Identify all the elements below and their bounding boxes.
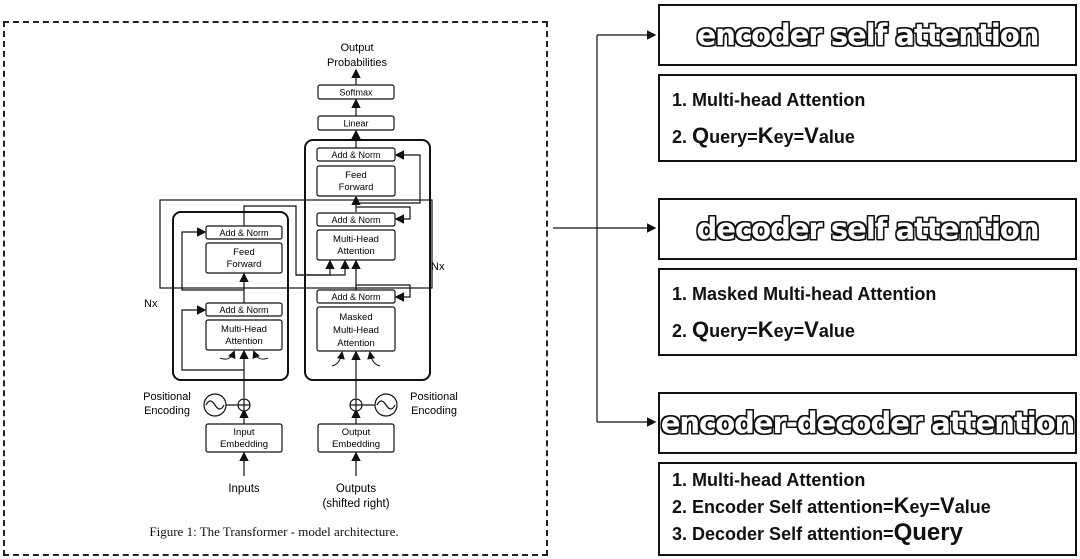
item-text: Encoder Self attention= [692, 497, 894, 517]
outer-nx-box [159, 199, 433, 289]
decoder-nx-label: Nx [431, 261, 445, 273]
item-text: Multi-head Attention [692, 90, 866, 110]
item-v-rest: alue [818, 127, 855, 147]
item-v: V [940, 493, 955, 518]
item-v-rest: alue [818, 321, 855, 341]
encoder-mh-label-1: Multi-Head [221, 324, 267, 335]
card-item: 1. Multi-head Attention [672, 88, 1063, 113]
input-embedding-label-2: Embedding [220, 439, 268, 450]
card-item: 2. Encoder Self attention=Key=Value [672, 493, 1063, 520]
card-item: 1. Multi-head Attention [672, 468, 1063, 493]
item-num: 2. [672, 321, 688, 341]
encoder-stack-box [172, 211, 289, 381]
item-k-rest: ey= [909, 497, 941, 517]
item-q-rest: uery= [709, 127, 758, 147]
item-num: 1. [672, 284, 688, 304]
output-label-2: Probabilities [327, 57, 387, 69]
item-q-rest: uery= [709, 321, 758, 341]
masked-label-2: Multi-Head [333, 325, 379, 336]
encoder-nx-label: Nx [144, 298, 158, 310]
decoder-self-attention-card: decoder self attention 1. Masked Multi-h… [658, 198, 1077, 356]
masked-label-3: Attention [337, 338, 375, 349]
item-text: Multi-head Attention [692, 470, 866, 490]
item-q: Q [692, 317, 710, 342]
card-body: 1. Multi-head Attention 2. Encoder Self … [658, 462, 1077, 556]
card-item: 2. Query=Key=Value [672, 123, 1063, 150]
decoder-pe-label-2: Encoding [411, 405, 457, 417]
input-embedding-label-1: Input [233, 427, 254, 438]
item-k-rest: ey= [773, 321, 805, 341]
item-k: K [757, 317, 774, 342]
decoder-stack-box [304, 139, 431, 381]
decoder-add-norm-2-label: Add & Norm [331, 215, 380, 225]
item-v: V [804, 317, 819, 342]
item-k: K [757, 123, 774, 148]
decoder-ff-label-1: Feed [345, 170, 367, 181]
card-title: encoder-decoder attention [658, 392, 1077, 454]
inputs-label: Inputs [228, 483, 260, 495]
decoder-add-norm-1-label: Add & Norm [331, 292, 380, 302]
item-num: 2. [672, 497, 688, 517]
item-query: Query [893, 519, 963, 546]
decoder-add-norm-3-label: Add & Norm [331, 150, 380, 160]
item-num: 2. [672, 127, 688, 147]
figure-caption: Figure 1: The Transformer - model archit… [149, 524, 399, 539]
item-v: V [804, 123, 819, 148]
card-item: 2. Query=Key=Value [672, 317, 1063, 344]
item-v-rest: alue [954, 497, 991, 517]
encoder-add-norm-1-label: Add & Norm [219, 305, 268, 315]
encoder-pe-label-1: Positional [143, 391, 191, 403]
item-text: Decoder Self attention= [692, 524, 894, 544]
softmax-label: Softmax [339, 88, 373, 98]
card-title: decoder self attention [658, 198, 1077, 260]
encoder-add-norm-2-label: Add & Norm [219, 228, 268, 238]
card-body: 1. Masked Multi-head Attention 2. Query=… [658, 268, 1077, 356]
item-num: 3. [672, 524, 688, 544]
encoder-decoder-attention-card: encoder-decoder attention 1. Multi-head … [658, 392, 1077, 556]
encoder-ff-label-1: Feed [233, 247, 255, 258]
item-k: K [893, 493, 910, 518]
card-item: 3. Decoder Self attention=Query [672, 520, 1063, 547]
outputs-label-1: Outputs [336, 483, 377, 495]
decoder-pe-label-1: Positional [410, 391, 458, 403]
output-embedding-label-2: Embedding [332, 439, 380, 450]
item-num: 1. [672, 90, 688, 110]
encoder-ff-label-2: Forward [227, 259, 262, 270]
decoder-mh-label-1: Multi-Head [333, 234, 379, 245]
item-text: Masked Multi-head Attention [692, 284, 937, 304]
item-q: Q [692, 123, 710, 148]
outputs-label-2: (shifted right) [322, 498, 389, 510]
encoder-self-attention-card: encoder self attention 1. Multi-head Att… [658, 4, 1077, 162]
item-num: 1. [672, 470, 688, 490]
linear-label: Linear [343, 119, 368, 129]
figure-panel [3, 21, 548, 556]
decoder-ff-label-2: Forward [339, 182, 374, 193]
encoder-mh-label-2: Attention [225, 336, 263, 347]
card-body: 1. Multi-head Attention 2. Query=Key=Val… [658, 74, 1077, 162]
output-label: Output [340, 42, 373, 54]
decoder-mh-label-2: Attention [337, 246, 375, 257]
output-embedding-label-1: Output [342, 427, 371, 438]
item-k-rest: ey= [773, 127, 805, 147]
masked-label-1: Masked [339, 312, 372, 323]
encoder-pe-label-2: Encoding [144, 405, 190, 417]
card-title: encoder self attention [658, 4, 1077, 66]
card-item: 1. Masked Multi-head Attention [672, 282, 1063, 307]
